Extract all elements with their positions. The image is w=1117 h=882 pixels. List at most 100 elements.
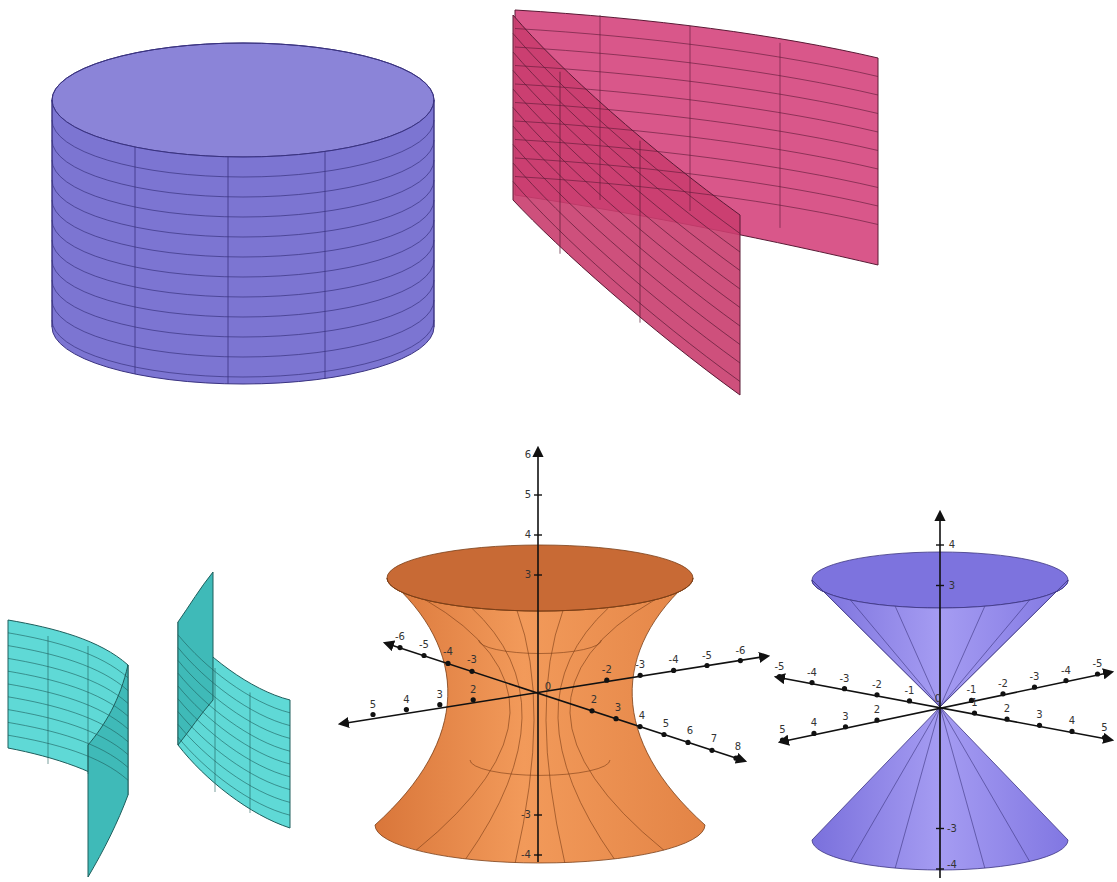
- tick-label: 2: [1003, 703, 1011, 715]
- tick-dot: [471, 697, 476, 702]
- tick-label: -6: [394, 631, 406, 643]
- tick-dot: [421, 653, 426, 658]
- grid-line: [135, 147, 136, 374]
- grid-line: [88, 646, 89, 774]
- tick-label: 5: [524, 489, 532, 501]
- tick-dot: [613, 716, 618, 721]
- tick-mark: [936, 828, 944, 829]
- tick-label: 2: [469, 684, 477, 696]
- tick-label: 1: [970, 697, 978, 709]
- grid-line: [52, 140, 434, 197]
- tick-label: 0: [544, 681, 552, 693]
- grid-line: [570, 600, 664, 850]
- tick-label: 0: [934, 693, 942, 705]
- tick-dot: [685, 740, 690, 745]
- tick-dot: [671, 668, 676, 673]
- grid-line: [325, 151, 326, 378]
- grid-line: [178, 737, 290, 815]
- tick-dot: [469, 669, 474, 674]
- tick-dot: [1004, 717, 1009, 722]
- tick-label: -4: [520, 849, 532, 861]
- tick-label: 3: [614, 702, 622, 714]
- grid-line: [416, 600, 510, 850]
- tick-label: 2: [873, 704, 881, 716]
- grid-line: [8, 735, 128, 780]
- tick-dots: [370, 455, 1107, 869]
- tick-label: 7: [710, 733, 718, 745]
- grid-line: [640, 141, 641, 323]
- tick-mark: [534, 494, 542, 495]
- grid-line: [178, 673, 290, 751]
- tick-label: -2: [871, 679, 883, 691]
- grid-line: [513, 71, 740, 271]
- hyperbolic-cylinder: [8, 572, 290, 877]
- tick-mark: [534, 454, 542, 455]
- tick-dot: [1000, 691, 1005, 696]
- tick-mark: [534, 574, 542, 575]
- grid-line: [850, 707, 940, 861]
- grid-line: [52, 300, 434, 357]
- tick-label: 3: [1035, 709, 1043, 721]
- grid-line: [466, 607, 522, 858]
- grid-line: [940, 600, 1030, 707]
- grid-line: [600, 15, 601, 200]
- tick-dot: [874, 692, 879, 697]
- tick-label: 3: [841, 711, 849, 723]
- grid-line: [228, 157, 229, 384]
- grid-line: [780, 43, 781, 228]
- grid-line: [52, 260, 434, 317]
- grid-line: [515, 177, 878, 225]
- tick-label: 4: [402, 694, 410, 706]
- grid-line: [8, 658, 128, 703]
- grid-line: [178, 635, 290, 713]
- tick-dot: [370, 712, 375, 717]
- tick-dot: [1095, 671, 1100, 676]
- tick-label: -4: [442, 646, 454, 658]
- tick-mark: [534, 534, 542, 535]
- tick-label: -2: [997, 678, 1009, 690]
- tick-dot: [874, 718, 879, 723]
- grid-line: [513, 182, 740, 382]
- tick-label: -3: [946, 823, 958, 835]
- grid-line: [479, 640, 602, 654]
- grid-line: [558, 607, 614, 858]
- tick-dot: [1032, 685, 1037, 690]
- grid-line: [250, 693, 251, 814]
- tick-dot: [777, 674, 782, 679]
- grid-line: [178, 712, 290, 790]
- grid-line: [515, 611, 534, 863]
- tick-label: -5: [1092, 658, 1104, 670]
- tick-label: -1: [904, 685, 916, 697]
- grid-line: [546, 611, 565, 863]
- tick-dot: [811, 731, 816, 736]
- tick-label: 5: [369, 699, 377, 711]
- parabolic-cylinder: [513, 10, 878, 395]
- grid-line: [52, 240, 434, 297]
- tick-label: -4: [668, 654, 680, 666]
- grid-line: [52, 280, 434, 337]
- tick-label: -4: [1060, 665, 1072, 677]
- tick-label: 6: [686, 725, 694, 737]
- tick-dot: [637, 724, 642, 729]
- tick-dot: [1069, 729, 1074, 734]
- tick-dot: [404, 707, 409, 712]
- tick-dot: [809, 680, 814, 685]
- grid-line: [178, 686, 290, 764]
- tick-label: -4: [946, 859, 958, 871]
- tick-dot: [907, 698, 912, 703]
- elliptic-cylinder: [52, 43, 434, 384]
- grid-line: [513, 34, 740, 234]
- grid-line: [513, 89, 740, 289]
- tick-label: 5: [778, 724, 786, 736]
- hyperboloid-one-sheet: [375, 545, 705, 863]
- tick-label: -4: [806, 667, 818, 679]
- grid-line: [48, 636, 49, 764]
- tick-dot: [604, 678, 609, 683]
- tick-label: -2: [601, 664, 613, 676]
- tick-dot: [589, 708, 594, 713]
- tick-dot: [437, 702, 442, 707]
- tick-label: 4: [948, 539, 956, 551]
- tick-label: -5: [774, 661, 786, 673]
- tick-dot: [1063, 678, 1068, 683]
- tick-label: 5: [1100, 722, 1108, 734]
